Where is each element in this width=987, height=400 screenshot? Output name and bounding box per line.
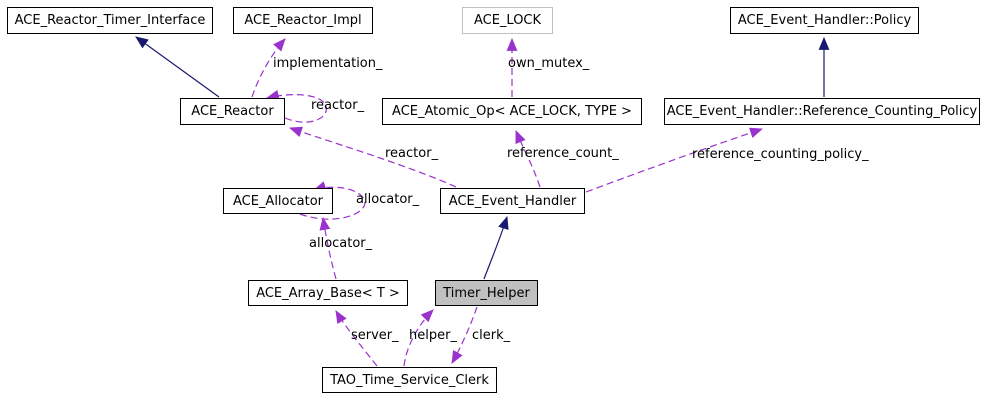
edge-label-allocator: allocator_ [309, 236, 373, 251]
edge-usage-implementation [251, 38, 286, 98]
edge-usage-reactor-self-loop [265, 89, 327, 123]
node-timer-helper: Timer_Helper [435, 280, 538, 306]
node-ace-event-handler-reference-counting-policy[interactable]: ACE_Event_Handler::Reference_Counting_Po… [664, 98, 980, 125]
edge-inherit-reactor-to-timer-interface [135, 36, 220, 98]
edge-label-implementation: implementation_ [273, 56, 383, 71]
edge-label-allocator-self: allocator_ [356, 192, 420, 207]
node-ace-reactor[interactable]: ACE_Reactor [180, 98, 285, 125]
edge-label-reference-counting-policy: reference_counting_policy_ [692, 147, 869, 162]
node-tao-time-service-clerk[interactable]: TAO_Time_Service_Clerk [322, 367, 497, 393]
node-ace-allocator[interactable]: ACE_Allocator [223, 188, 333, 214]
node-ace-array-base[interactable]: ACE_Array_Base< T > [248, 280, 408, 306]
edge-label-server: server_ [351, 328, 399, 343]
node-ace-event-handler[interactable]: ACE_Event_Handler [440, 188, 585, 214]
node-ace-reactor-timer-interface[interactable]: ACE_Reactor_Timer_Interface [7, 7, 213, 34]
edge-usage-helper [403, 309, 434, 367]
edge-label-clerk: clerk_ [472, 328, 511, 343]
edge-usage-reference-count [515, 129, 541, 188]
node-ace-atomic-op[interactable]: ACE_Atomic_Op< ACE_LOCK, TYPE > [382, 98, 642, 125]
edge-label-reactor: reactor_ [385, 146, 439, 161]
edge-label-reactor-self: reactor_ [311, 98, 365, 113]
node-ace-lock: ACE_LOCK [462, 7, 553, 34]
edge-usage-reference-counting-policy [585, 127, 764, 193]
edge-label-own-mutex: own_mutex_ [508, 56, 590, 71]
edge-usage-clerk [451, 306, 478, 364]
edge-label-reference-count: reference_count_ [507, 146, 619, 161]
edge-usage-eventhandler-reactor [288, 126, 457, 188]
edge-inherit-timerhelper-to-eventhandler [483, 215, 509, 280]
node-ace-reactor-impl[interactable]: ACE_Reactor_Impl [233, 7, 373, 34]
edge-usage-server [335, 310, 378, 367]
edge-usage-arraybase-allocator [319, 216, 337, 280]
edge-label-helper: helper_ [409, 328, 457, 343]
node-ace-event-handler-policy[interactable]: ACE_Event_Handler::Policy [730, 7, 919, 34]
